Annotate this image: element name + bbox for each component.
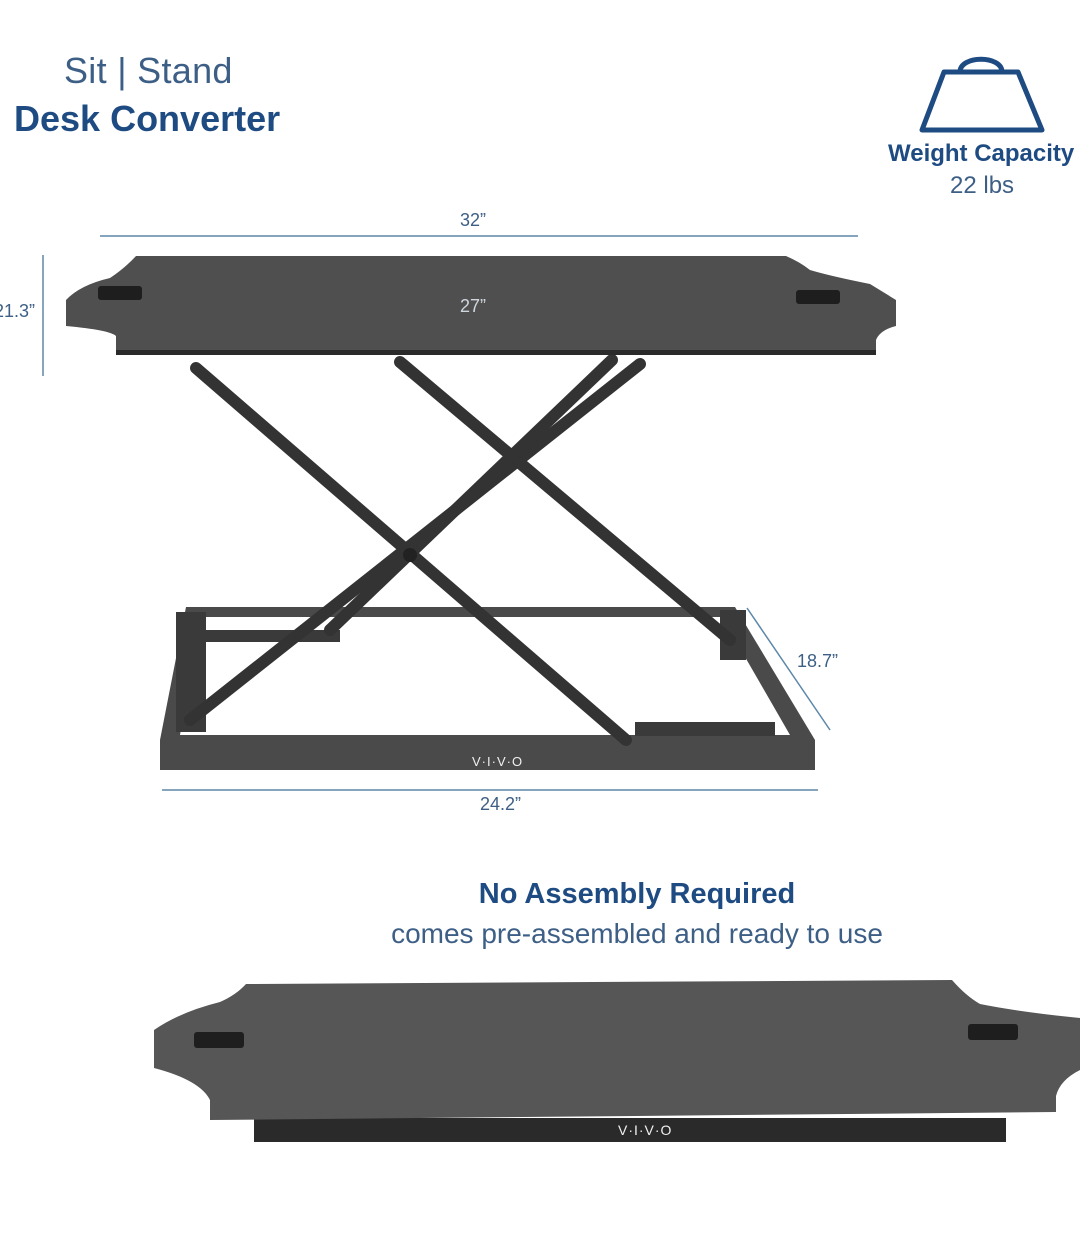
- desk-converter-raised: [66, 256, 896, 770]
- weight-capacity-value: 22 lbs: [950, 172, 1015, 199]
- dimension-height: 21.3”: [0, 301, 36, 321]
- brand-logo: V·I·V·O: [472, 754, 524, 769]
- assembly-heading: No Assembly Required: [478, 878, 796, 910]
- weight-capacity-label: Weight Capacity: [888, 140, 1075, 167]
- dimension-inner-width: 27”: [460, 296, 487, 316]
- dimension-width: 32”: [460, 210, 487, 230]
- title-line-2: Desk Converter: [14, 98, 281, 139]
- desk-converter-folded: [154, 980, 1080, 1142]
- assembly-subtext: comes pre-assembled and ready to use: [391, 918, 883, 949]
- dimension-lines: [42, 235, 858, 791]
- brand-logo-lower: V·I·V·O: [618, 1122, 673, 1138]
- title-line-1: Sit | Stand: [64, 50, 233, 91]
- dimension-base-width: 24.2”: [480, 794, 522, 814]
- weight-icon: [919, 56, 1045, 133]
- dimension-depth: 18.7”: [797, 651, 839, 671]
